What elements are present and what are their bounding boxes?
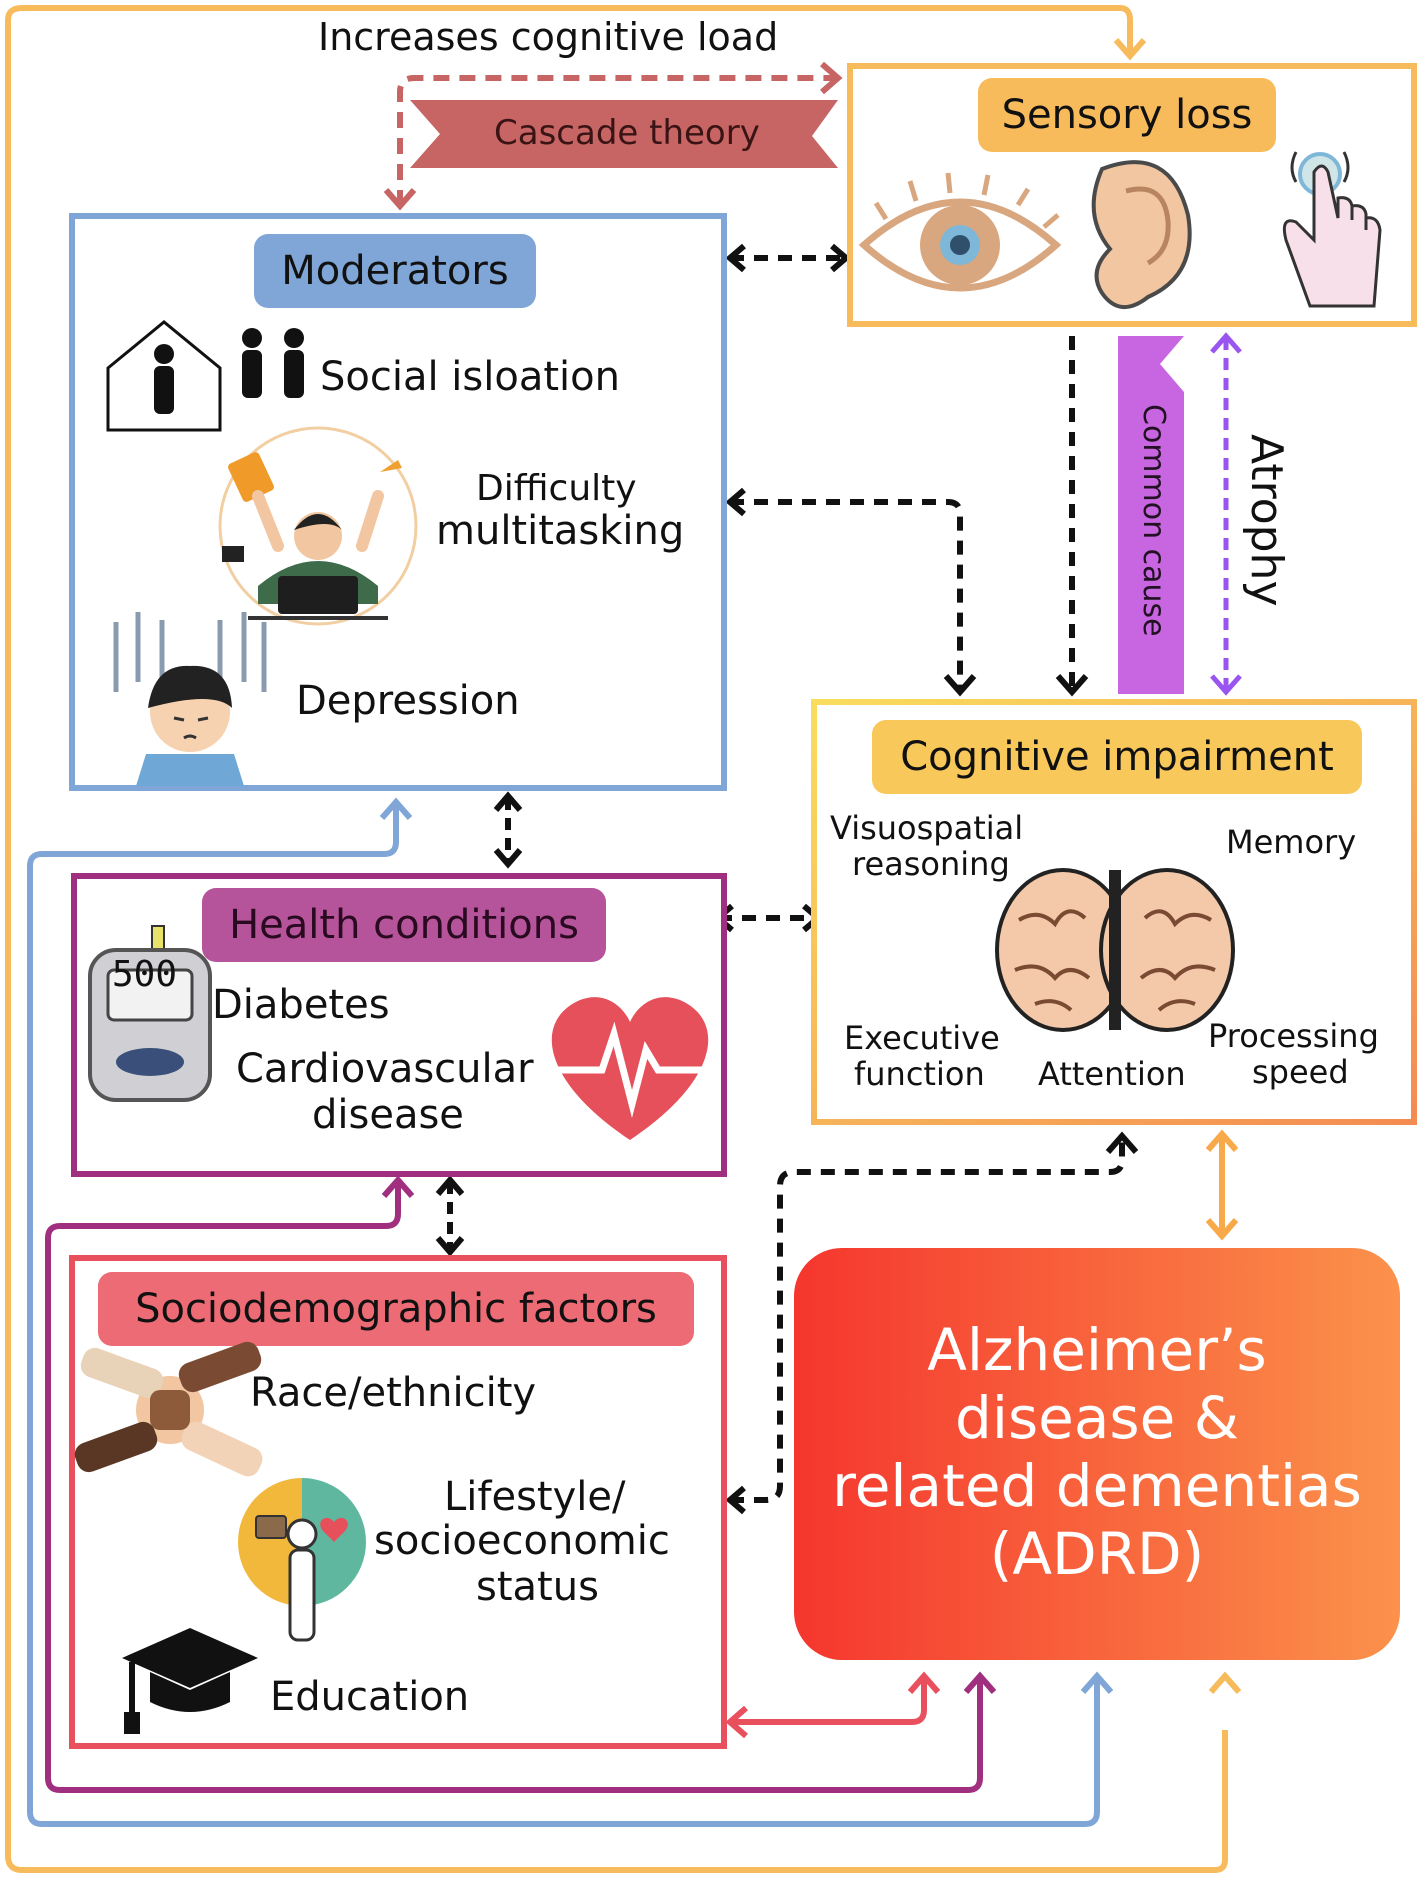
brain-icon — [995, 868, 1235, 1032]
common-cause-text: Common cause — [1135, 403, 1171, 637]
cascade-label: Cascade theory — [494, 113, 760, 153]
blue-loop — [27, 802, 1100, 1827]
common-cause-ribbon — [1118, 336, 1184, 694]
cog-attention: Attention — [1038, 1055, 1186, 1093]
socio-title: Sociodemographic factors — [135, 1286, 657, 1332]
moderator-difficulty: Difficulty — [476, 468, 637, 509]
adrd-line-4: (ADRD) — [989, 1520, 1205, 1588]
socio-status: status — [476, 1564, 599, 1610]
depression-icon — [113, 612, 267, 786]
glucometer-reading: 500 — [112, 954, 178, 995]
health-cardiovascular: Cardiovascular — [236, 1046, 534, 1092]
cognitive-title: Cognitive impairment — [900, 734, 1334, 780]
cog-function: function — [854, 1055, 985, 1093]
socio-socioeconomic: socioeconomic — [374, 1518, 670, 1564]
sensory-title: Sensory loss — [1001, 92, 1253, 138]
hands-icon — [74, 1341, 263, 1477]
orange-arrowhead-adrd — [1208, 1671, 1242, 1694]
cog-processing: Processing — [1208, 1017, 1379, 1055]
glucometer-icon — [88, 925, 212, 1102]
cascade-dashed-arrow — [397, 75, 838, 206]
adrd-line-3: related dementias — [832, 1452, 1362, 1520]
orange-outer-loop — [5, 5, 1228, 1873]
eye-icon — [858, 172, 1062, 292]
health-disease: disease — [312, 1092, 464, 1138]
orange-arrowhead-top — [1113, 38, 1147, 61]
lifestyle-icon — [238, 1478, 366, 1642]
cog-speed: speed — [1252, 1053, 1349, 1091]
heart-icon — [546, 997, 720, 1140]
social-isolation-icon — [106, 320, 304, 432]
moderators-title: Moderators — [281, 248, 509, 294]
health-diabetes: Diabetes — [212, 982, 390, 1028]
socio-education: Education — [270, 1674, 470, 1720]
graduation-cap-icon — [122, 1628, 258, 1734]
adrd-line-2: disease & — [955, 1384, 1239, 1452]
atrophy-label: Atrophy — [1236, 420, 1296, 620]
adrd-line-1: Alzheimer’s — [927, 1316, 1267, 1384]
common-cause-label: Common cause — [1127, 390, 1179, 650]
adrd-box — [794, 1248, 1400, 1660]
cog-memory: Memory — [1226, 823, 1357, 861]
moderator-multitasking: multitasking — [436, 508, 685, 554]
cog-visuospatial: Visuospatial — [830, 809, 1024, 847]
touch-hand-icon — [1282, 151, 1382, 308]
socio-race: Race/ethnicity — [250, 1370, 537, 1416]
socio-cognitive-arrow — [730, 1138, 1125, 1503]
cascade-ribbon — [410, 100, 838, 168]
socio-lifestyle: Lifestyle/ — [444, 1474, 626, 1520]
cog-reasoning: reasoning — [852, 845, 1010, 883]
moderator-social-isolation: Social isloation — [320, 354, 620, 400]
atrophy-text: Atrophy — [1241, 433, 1293, 607]
top-label: Increases cognitive load — [318, 15, 779, 59]
moderators-cognitive-arrow — [730, 499, 963, 690]
pink-connector — [730, 1676, 927, 1725]
cog-executive: Executive — [844, 1019, 1000, 1057]
moderator-depression: Depression — [296, 678, 520, 724]
health-title: Health conditions — [229, 902, 579, 948]
purple-loop — [45, 1180, 983, 1793]
multitasking-person-icon — [218, 426, 418, 626]
adrd-text: Alzheimer’s disease & related dementias … — [794, 1316, 1400, 1588]
ear-icon — [1091, 160, 1192, 309]
